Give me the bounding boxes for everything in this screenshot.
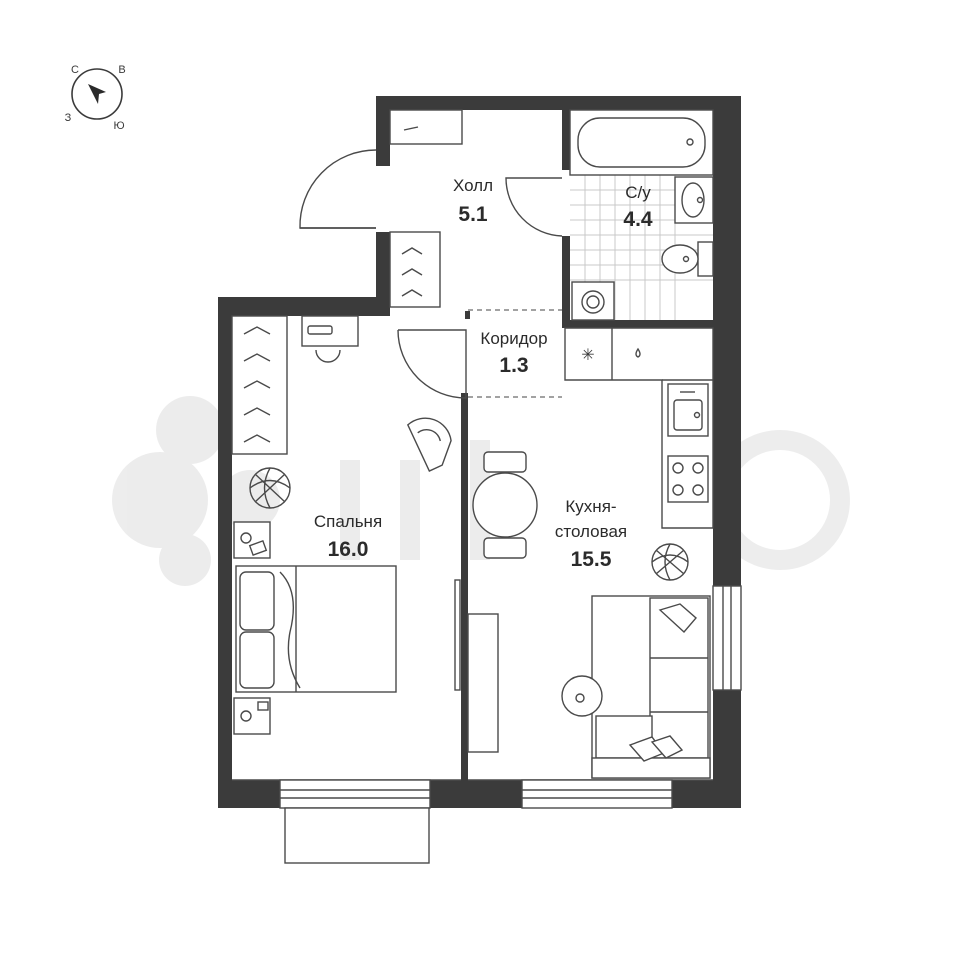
room-area-bedroom: 16.0 — [328, 538, 369, 561]
compass: С В З Ю — [65, 64, 126, 132]
armchair — [406, 417, 452, 472]
room-name-kitchen-line1: Кухня- — [565, 497, 616, 516]
water-drop-icon — [635, 347, 641, 358]
bathroom-sink — [674, 176, 714, 224]
bathtub — [569, 109, 714, 176]
label-bedroom: Спальня 16.0 — [314, 512, 382, 561]
compass-north: С — [71, 64, 79, 76]
sofa — [591, 595, 711, 779]
room-name-hall: Холл — [453, 176, 493, 195]
corridor-boundaries — [468, 309, 562, 398]
label-corridor: Коридор 1.3 — [480, 329, 547, 377]
toilet — [661, 241, 714, 277]
room-area-corridor: 1.3 — [499, 354, 528, 377]
bedroom-plant — [249, 467, 291, 509]
kitchen-tv-console — [467, 613, 499, 753]
washing-machine — [571, 281, 615, 321]
label-bathroom: С/у 4.4 — [623, 183, 653, 231]
room-area-hall: 5.1 — [458, 203, 488, 226]
bedroom-wardrobe — [231, 315, 288, 455]
fridge-snowflake-icon: ✳ — [581, 347, 594, 364]
room-name-bathroom: С/у — [625, 183, 651, 202]
pouf — [561, 675, 603, 717]
kitchen-plant — [651, 543, 689, 581]
hall-wardrobe — [389, 231, 441, 308]
hall-shoe-cabinet — [389, 109, 463, 145]
bed — [235, 565, 397, 693]
label-hall: Холл 5.1 — [453, 176, 493, 226]
bedroom-wall-mirror — [454, 579, 461, 691]
compass-east: В — [118, 64, 125, 76]
nightstand-bottom — [233, 697, 271, 735]
room-name-kitchen-line2: столовая — [555, 522, 627, 541]
bedroom-desk — [301, 315, 359, 363]
compass-arrow-icon — [88, 84, 106, 104]
room-name-bedroom: Спальня — [314, 512, 382, 531]
compass-south: Ю — [113, 120, 124, 132]
windows — [279, 585, 742, 809]
compass-west: З — [65, 112, 72, 124]
stove — [667, 455, 709, 503]
room-area-bathroom: 4.4 — [623, 208, 653, 231]
nightstand-top — [233, 521, 271, 559]
dining-table — [472, 451, 538, 559]
kitchen-sink — [667, 383, 709, 437]
doors — [299, 149, 563, 399]
room-name-corridor: Коридор — [480, 329, 547, 348]
balcony — [284, 807, 430, 864]
room-area-kitchen: 15.5 — [571, 548, 612, 571]
label-kitchen: Кухня- столовая 15.5 — [555, 497, 627, 571]
